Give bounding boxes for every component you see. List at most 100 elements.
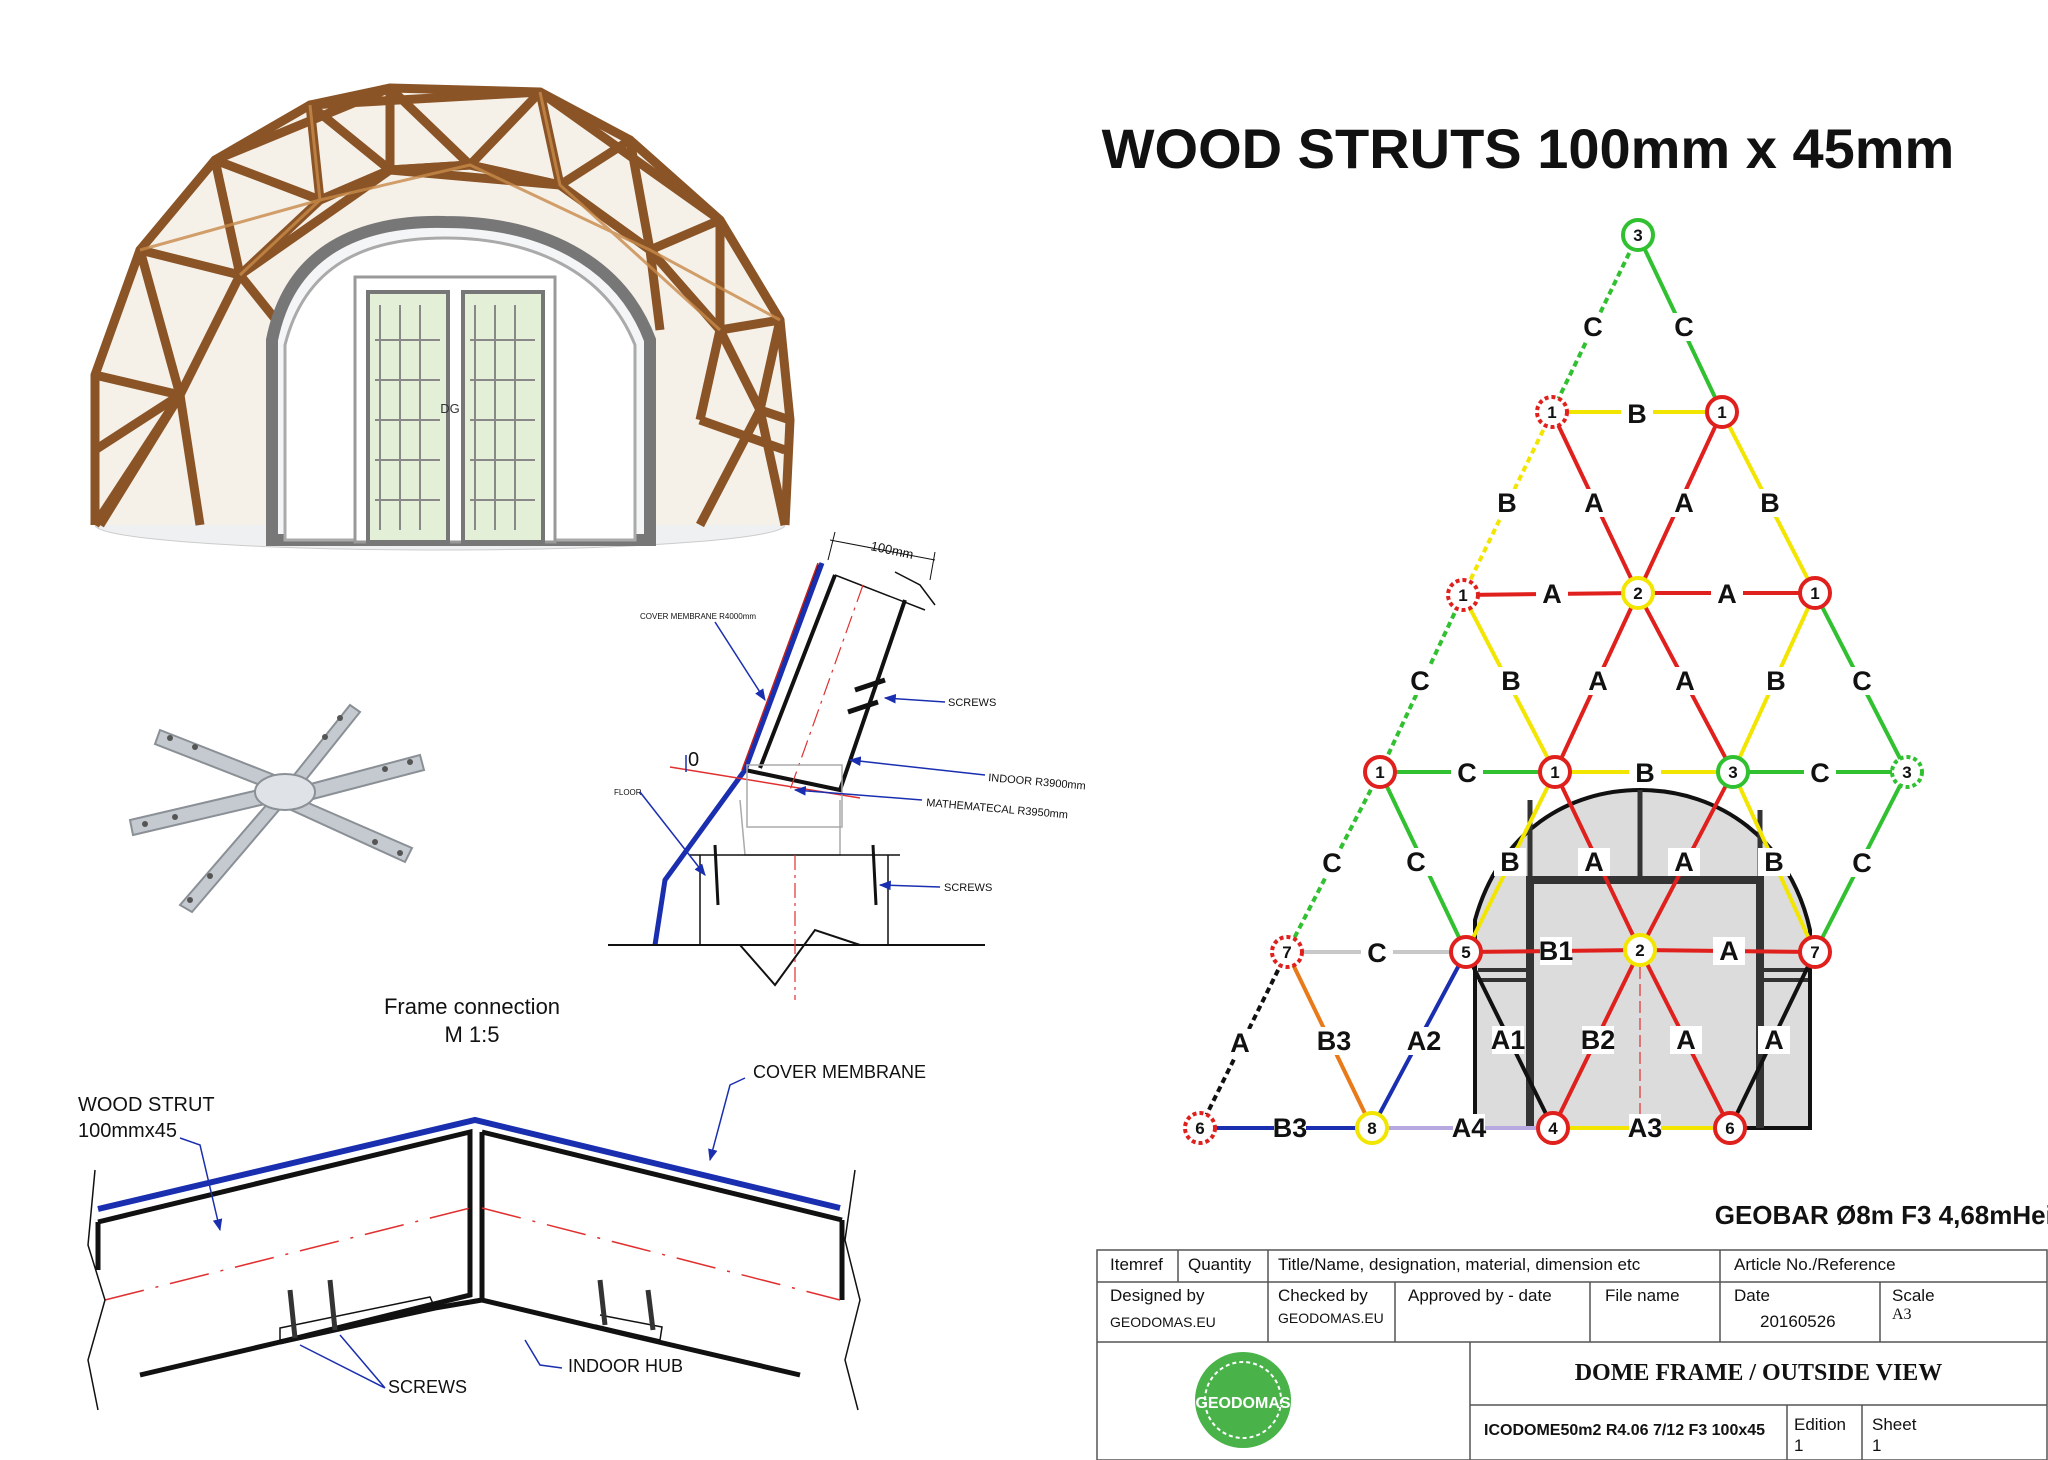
strut-label: C <box>1457 758 1477 788</box>
strut-label: A <box>1584 488 1604 518</box>
hub-node-label: 1 <box>1717 403 1726 422</box>
strut-label-bg <box>1578 489 1610 517</box>
detail-cover-label: COVER MEMBRANE R4000mm <box>640 612 756 621</box>
hub-node-label: 2 <box>1635 941 1644 960</box>
hub-node-label: 1 <box>1547 403 1556 422</box>
strut-label-bg <box>1629 759 1661 787</box>
strut-label: B3 <box>1273 1113 1308 1143</box>
strut-label: C <box>1810 758 1830 788</box>
hub-node-label: 3 <box>1728 763 1737 782</box>
hub-node-label: 5 <box>1461 943 1470 962</box>
strut-label: A <box>1588 666 1608 696</box>
strut-label-bg <box>1451 759 1483 787</box>
detail-zero-label: 0 <box>688 749 699 771</box>
strut-label-bg <box>1224 1029 1256 1057</box>
strut-label: B <box>1635 758 1655 788</box>
hub-node <box>1716 755 1750 789</box>
strut-label: C <box>1674 312 1694 342</box>
dome-render: DG <box>90 83 795 551</box>
strut-label: A <box>1584 847 1604 877</box>
strut-label-bg <box>1400 848 1432 876</box>
hub-node <box>1621 576 1655 610</box>
strut-label-bg <box>1453 1114 1485 1142</box>
strut-label-bg <box>1318 1027 1350 1055</box>
strut-label: A <box>1676 1025 1696 1055</box>
strut-label-bg <box>1578 848 1610 876</box>
hub-node-label: 6 <box>1195 1119 1204 1138</box>
strut-label: B <box>1766 666 1786 696</box>
hub-node-label: 4 <box>1548 1119 1558 1138</box>
detail-math-label: MATHEMATECAL R3950mm <box>926 797 1069 821</box>
strut-label-bg <box>1582 1026 1614 1054</box>
strut-line <box>1378 594 1465 773</box>
checked-by-value: GEODOMAS.EU <box>1278 1310 1384 1326</box>
hub-node <box>1538 755 1572 789</box>
hub-node-label: 7 <box>1282 943 1291 962</box>
strut-label-bg <box>1491 489 1523 517</box>
hub-node <box>1446 578 1480 612</box>
itemref-header: Itemref <box>1110 1255 1163 1274</box>
strut-label-bg <box>1713 937 1745 965</box>
hub-node <box>1363 755 1397 789</box>
quantity-header: Quantity <box>1188 1255 1252 1274</box>
strut-label-bg <box>1668 848 1700 876</box>
strut-label: B2 <box>1581 1025 1616 1055</box>
section-detail: 100mm COVER MEMBRANE R4000mm SCREWS INDO… <box>608 531 1086 1000</box>
hub-node <box>1623 933 1657 967</box>
strut-label-bg <box>1668 313 1700 341</box>
strut-label-bg <box>1754 489 1786 517</box>
detail-width-label: 100mm <box>869 538 915 562</box>
strut-label-bg <box>1316 849 1348 877</box>
hub-node <box>1890 755 1924 789</box>
strut-label: A <box>1542 579 1562 609</box>
drawing-title: DOME FRAME / OUTSIDE VIEW <box>1574 1360 1943 1386</box>
hub-node <box>1183 1111 1217 1145</box>
strut-label: B <box>1764 847 1784 877</box>
hub-node-label: 1 <box>1550 763 1559 782</box>
title-name-header: Title/Name, designation, material, dimen… <box>1278 1255 1641 1274</box>
hub-node-label: 7 <box>1810 943 1819 962</box>
wood-strut-size: 100mmx45 <box>78 1120 177 1142</box>
sheet-label: Sheet <box>1872 1415 1917 1434</box>
hub-node-label: 6 <box>1725 1119 1734 1138</box>
strut-label: B <box>1500 847 1520 877</box>
hub-node <box>1536 1111 1570 1145</box>
hub-node <box>1535 395 1569 429</box>
strut-line <box>1550 234 1640 413</box>
strut-label-bg <box>1846 667 1878 695</box>
drawing-number: ICODOME50m2 R4.06 7/12 F3 100x45 <box>1484 1422 1766 1439</box>
strut-label: C <box>1410 666 1430 696</box>
strut-label: A <box>1230 1028 1250 1058</box>
hub-node-label: 3 <box>1633 226 1642 245</box>
strut-label: A <box>1674 488 1694 518</box>
hub-node-label: 3 <box>1902 763 1911 782</box>
strut-label-bg <box>1670 1026 1702 1054</box>
strut-label: A2 <box>1407 1026 1442 1056</box>
checked-by-label: Checked by <box>1278 1286 1368 1305</box>
strut-label: B1 <box>1539 936 1574 966</box>
file-name-label: File name <box>1605 1286 1680 1305</box>
strut-label-bg <box>1492 1026 1524 1054</box>
logo: GEODOMAS <box>1195 1352 1291 1448</box>
wood-strut-label: WOOD STRUT <box>78 1094 215 1116</box>
geobar-subtitle: GEOBAR Ø8m F3 4,68mHeight <box>1715 1200 2048 1230</box>
hub-node-label: 2 <box>1633 584 1642 603</box>
title-block <box>1096 1249 2048 1460</box>
hub-node <box>1705 395 1739 429</box>
hub-node <box>1798 935 1832 969</box>
strut-label: A <box>1764 1025 1784 1055</box>
strut-label-bg <box>1668 489 1700 517</box>
strut-label-bg <box>1408 1027 1440 1055</box>
strut-label: C <box>1406 847 1426 877</box>
strut-label-bg <box>1361 939 1393 967</box>
strut-label-bg <box>1711 580 1743 608</box>
strut-label-bg <box>1846 849 1878 877</box>
cover-membrane-label: COVER MEMBRANE <box>753 1062 926 1082</box>
strut-label: B <box>1497 488 1517 518</box>
strut-label-bg <box>1758 1026 1790 1054</box>
designed-by-value: GEODOMAS.EU <box>1110 1314 1216 1330</box>
hub-node <box>1270 935 1304 969</box>
detail-screws-bottom: SCREWS <box>944 882 992 894</box>
detail-indoor-label: INDOOR R3900mm <box>988 772 1086 792</box>
